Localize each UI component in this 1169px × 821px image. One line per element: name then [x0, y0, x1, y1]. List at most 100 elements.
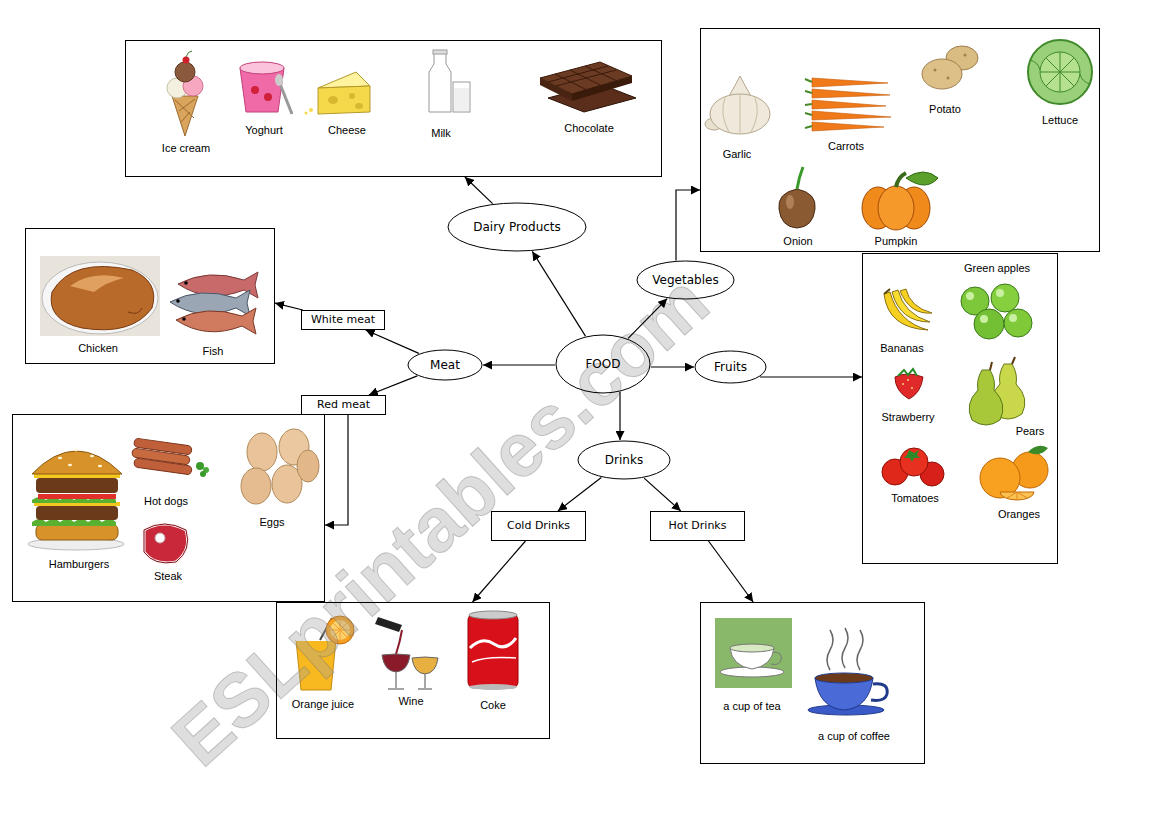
yoghurt-icon — [251, 86, 259, 94]
oranges-icon — [1000, 492, 1034, 500]
picture-box: Orange juiceWineCoke — [276, 602, 550, 739]
potato-icon — [964, 54, 967, 57]
carrots-icon — [805, 78, 891, 131]
carrots-icon — [812, 78, 891, 131]
item-label: Bananas — [880, 341, 923, 355]
roast-chicken-icon — [42, 262, 158, 334]
oranges-icon — [980, 446, 1048, 500]
cheese-icon — [349, 93, 355, 99]
tomatoes-icon — [900, 448, 928, 476]
coffee-icon — [842, 628, 848, 668]
chocolate-icon — [540, 62, 636, 112]
ellipse-outline — [408, 350, 482, 380]
item-label: Onion — [783, 234, 812, 248]
potato-icon — [934, 69, 937, 72]
cheese-icon — [305, 72, 371, 115]
strawberry-icon — [907, 379, 909, 381]
fish-icon — [184, 281, 188, 285]
coffee-icon — [871, 684, 887, 701]
connector-arrow — [473, 541, 526, 602]
hamburger-icon — [28, 449, 124, 550]
steak-icon — [144, 524, 188, 563]
tomatoes-icon — [904, 450, 920, 462]
oranges-icon — [1007, 492, 1027, 500]
hamburger-icon — [36, 478, 118, 493]
connector-arrow — [558, 478, 601, 512]
connector-arrow — [676, 190, 700, 260]
tomatoes-icon — [882, 448, 944, 486]
lettuce-icon — [1030, 52, 1090, 92]
coffee-icon — [815, 673, 873, 683]
subcategory-box: Red meat — [301, 395, 386, 415]
item-label: Carrots — [828, 139, 864, 153]
item-label: Wine — [398, 694, 423, 708]
roast-chicken-icon — [40, 256, 160, 336]
item-label: Lettuce — [1042, 113, 1078, 127]
green-apples-icon — [1004, 309, 1032, 337]
item-label: Chocolate — [564, 121, 614, 135]
strawberry-icon — [898, 369, 917, 376]
hamburger-icon — [36, 524, 118, 540]
node-label: Vegetables — [652, 273, 718, 287]
green-apples-icon — [1009, 314, 1017, 322]
connector-arrow — [275, 303, 303, 310]
strawberry-icon — [911, 387, 913, 389]
item-label: Tomatoes — [891, 491, 939, 505]
roast-chicken-icon — [51, 266, 154, 329]
carrots-icon — [812, 111, 891, 120]
cheese-icon — [328, 96, 338, 104]
item-label: Ice cream — [162, 141, 210, 155]
connector-arrow — [366, 330, 419, 353]
pears-icon — [969, 370, 1003, 425]
pumpkin-icon — [878, 186, 914, 230]
pears-icon — [969, 357, 1025, 425]
item-label: Steak — [154, 569, 182, 583]
watermark: ESLprintables.com — [155, 257, 725, 782]
milk-icon — [453, 82, 470, 112]
milk-icon — [433, 50, 447, 54]
wine-icon — [388, 672, 404, 689]
central-ellipse: FOOD — [555, 334, 651, 394]
cheese-icon — [355, 103, 363, 109]
node-label: Dairy Products — [473, 220, 561, 234]
green-apples-icon — [991, 284, 1019, 312]
eggs-icon — [241, 429, 319, 504]
category-ellipse: Vegetables — [636, 260, 735, 300]
cheese-icon — [305, 112, 308, 115]
lettuce-icon — [1028, 40, 1092, 104]
green-apples-icon — [980, 315, 988, 323]
connector-arrow — [325, 415, 348, 525]
ice-cream-icon — [186, 51, 192, 57]
connector-arrow — [532, 251, 585, 336]
coffee-icon — [808, 628, 887, 715]
item-label: Potato — [929, 102, 961, 116]
ellipse-outline — [448, 203, 586, 251]
tea-icon — [715, 618, 792, 688]
hamburger-icon — [34, 474, 120, 478]
bananas-icon — [900, 289, 932, 313]
yoghurt-icon — [275, 74, 283, 86]
ellipse-outline — [637, 261, 734, 299]
category-ellipse: Dairy Products — [447, 202, 587, 252]
node-label: Hot Drinks — [669, 519, 727, 533]
milk-icon — [454, 88, 469, 111]
item-label: a cup of tea — [723, 699, 781, 713]
green-apples-icon — [974, 309, 1004, 339]
picture-box: HamburgersHot dogsEggsSteak — [12, 414, 325, 602]
pears-icon — [990, 357, 1015, 370]
item-label: Hot dogs — [144, 494, 188, 508]
node-label: Cold Drinks — [507, 519, 570, 533]
eggs-icon — [297, 450, 319, 482]
roast-chicken-icon — [70, 275, 124, 292]
node-label: White meat — [311, 313, 375, 327]
hamburger-icon — [38, 494, 116, 499]
green-apples-icon — [961, 284, 1032, 339]
milk-icon — [429, 52, 451, 112]
hamburger-icon — [32, 519, 116, 526]
connector-arrow — [483, 364, 555, 365]
subcategory-box: White meat — [301, 310, 385, 330]
yoghurt-icon — [240, 62, 284, 74]
chocolate-icon — [548, 66, 617, 90]
wine-icon — [382, 654, 410, 672]
item-label: Orange juice — [292, 697, 354, 711]
